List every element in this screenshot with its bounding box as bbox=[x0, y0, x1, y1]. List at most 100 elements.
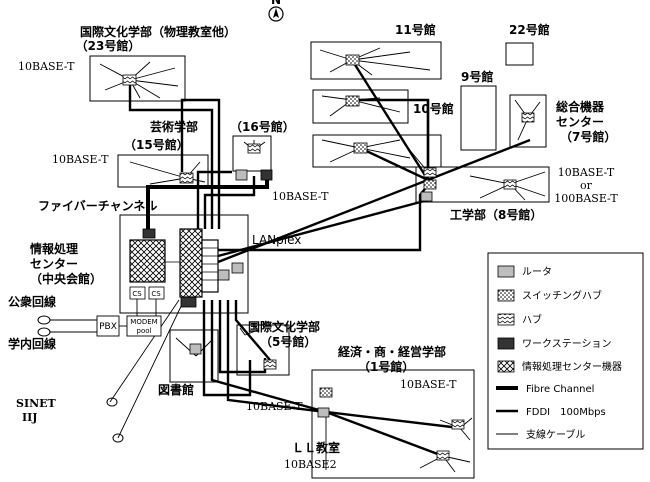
router-8 bbox=[420, 191, 433, 202]
building-16 bbox=[232, 135, 272, 172]
building-label-center-line1: 情報処理 bbox=[30, 241, 78, 256]
lanplex-label: LANplex bbox=[252, 233, 301, 247]
workstation-center-top bbox=[142, 228, 156, 239]
building-1 bbox=[311, 369, 475, 479]
legend-router-icon bbox=[497, 265, 515, 278]
hub-7 bbox=[521, 112, 535, 123]
building-8a bbox=[312, 134, 442, 168]
cs-label-1: CS bbox=[132, 290, 142, 298]
compass-label: N bbox=[271, 0, 281, 7]
router-16 bbox=[235, 169, 248, 181]
building-5 bbox=[236, 324, 290, 376]
workstation-devices bbox=[142, 169, 273, 308]
sinet-label: SINET bbox=[16, 397, 57, 410]
building-7 bbox=[509, 94, 547, 148]
building-library bbox=[169, 329, 219, 383]
hub-devices bbox=[122, 74, 535, 461]
base-t-right-label-2: 100BASE-T bbox=[554, 192, 618, 205]
legend-switching-hub-icon bbox=[497, 289, 515, 302]
legend-hub-icon bbox=[497, 313, 515, 326]
pbx-label: PBX bbox=[99, 322, 117, 332]
workstation-center-bottom bbox=[180, 296, 197, 308]
legend-center-icon bbox=[497, 360, 515, 373]
legend-workstation-label: ワークステーション bbox=[522, 338, 612, 350]
modem-pool-label: pool bbox=[137, 327, 152, 335]
building-9 bbox=[460, 85, 497, 151]
hub-1b bbox=[436, 450, 450, 461]
building-label-center-line3: （中央会館） bbox=[30, 271, 102, 286]
legend-switching-hub-label: スイッチングハブ bbox=[522, 289, 602, 302]
north-compass-icon bbox=[268, 6, 284, 22]
base2-ll-label: 10BASE2 bbox=[284, 458, 337, 471]
base-t-right-label-1: 10BASE-T bbox=[558, 166, 615, 179]
hub-8b bbox=[503, 179, 517, 190]
cs-boxes bbox=[129, 261, 180, 300]
router-ll bbox=[317, 407, 330, 418]
building-label-5-line2: （5号館） bbox=[260, 334, 316, 349]
base-t-right-or: or bbox=[580, 179, 593, 192]
building-label-7-line1: 総合機器 bbox=[556, 99, 605, 114]
building-label-5-line1: 国際文化学部 bbox=[248, 319, 320, 334]
hub-23 bbox=[122, 74, 137, 86]
building-label-16: （16号館） bbox=[230, 119, 295, 134]
hub-15 bbox=[179, 172, 194, 184]
building-23 bbox=[89, 55, 186, 102]
cs-label-2: CS bbox=[151, 290, 161, 298]
legend-branch-label: 支線ケーブル bbox=[526, 428, 585, 441]
sinet-coil-icon bbox=[106, 397, 124, 443]
iij-label: IIJ bbox=[22, 411, 38, 424]
router-devices bbox=[189, 169, 433, 418]
base-t-1-label: 10BASE-T bbox=[400, 378, 457, 391]
base-t-23-label: 10BASE-T bbox=[18, 60, 75, 73]
legend-center-label: 情報処理センター機器 bbox=[522, 360, 622, 373]
hub-16 bbox=[247, 143, 261, 154]
legend-router-label: ルータ bbox=[522, 266, 552, 278]
hub-1a bbox=[451, 419, 465, 430]
pbx-box bbox=[96, 315, 120, 337]
fiber-channel-label: ファイバーチャンネル bbox=[38, 199, 157, 213]
legend-hub-label: ハブ bbox=[522, 313, 542, 326]
building-label-10: 10号館 bbox=[413, 101, 454, 116]
building-label-geijutsu: 芸術学部 bbox=[150, 119, 198, 134]
line-coil-icon bbox=[37, 315, 51, 337]
switch-1 bbox=[319, 387, 333, 398]
building-label-23-line2: （23号館） bbox=[76, 38, 141, 53]
building-label-1-line2: （1号館） bbox=[358, 359, 414, 374]
switch-10 bbox=[345, 95, 360, 107]
internal-line-label: 学内回線 bbox=[8, 336, 56, 351]
building-label-7-line2: センター bbox=[556, 115, 604, 129]
building-label-1-line1: 経済・商・経営学部 bbox=[338, 344, 446, 359]
building-label-kougaku: 工学部（8号館） bbox=[450, 207, 542, 222]
building-label-library: 図書館 bbox=[158, 382, 194, 397]
switching-hub-devices bbox=[319, 54, 437, 398]
legend-fibre-label: Fibre Channel bbox=[526, 384, 594, 395]
legend-fddi-label: FDDI 100Mbps bbox=[526, 407, 606, 418]
center-equipment bbox=[129, 228, 219, 298]
building-label-7-line3: （7号館） bbox=[560, 129, 616, 144]
building-label-ll: ＬＬ教室 bbox=[292, 440, 340, 455]
router-library bbox=[189, 343, 202, 355]
legend-workstation-icon bbox=[497, 337, 515, 350]
hub-5 bbox=[263, 359, 277, 370]
base-t-16-label: 10BASE-T bbox=[272, 190, 329, 203]
building-label-9: 9号館 bbox=[461, 69, 493, 84]
building-11 bbox=[310, 41, 442, 80]
switch-8a bbox=[353, 142, 368, 154]
building-label-23-line1: 国際文化学部（物理教室他） bbox=[80, 24, 236, 39]
building-label-11: 11号館 bbox=[395, 22, 436, 37]
base-t-ll-label: 10BASE-T bbox=[246, 400, 303, 413]
building-center bbox=[119, 214, 249, 314]
pbx-connections bbox=[50, 299, 157, 333]
building-10 bbox=[312, 89, 409, 124]
legend-box bbox=[487, 252, 644, 450]
public-line-label: 公衆回線 bbox=[8, 294, 56, 309]
base-t-15-label: 10BASE-T bbox=[52, 153, 109, 166]
building-label-15: （15号館） bbox=[124, 137, 189, 152]
modem-pool-box bbox=[126, 315, 162, 337]
modem-label: MODEM bbox=[130, 318, 157, 326]
router-center-2 bbox=[217, 269, 230, 281]
branch-cables bbox=[99, 47, 546, 473]
building-label-22: 22号館 bbox=[509, 22, 550, 37]
hub-8 bbox=[423, 167, 437, 178]
